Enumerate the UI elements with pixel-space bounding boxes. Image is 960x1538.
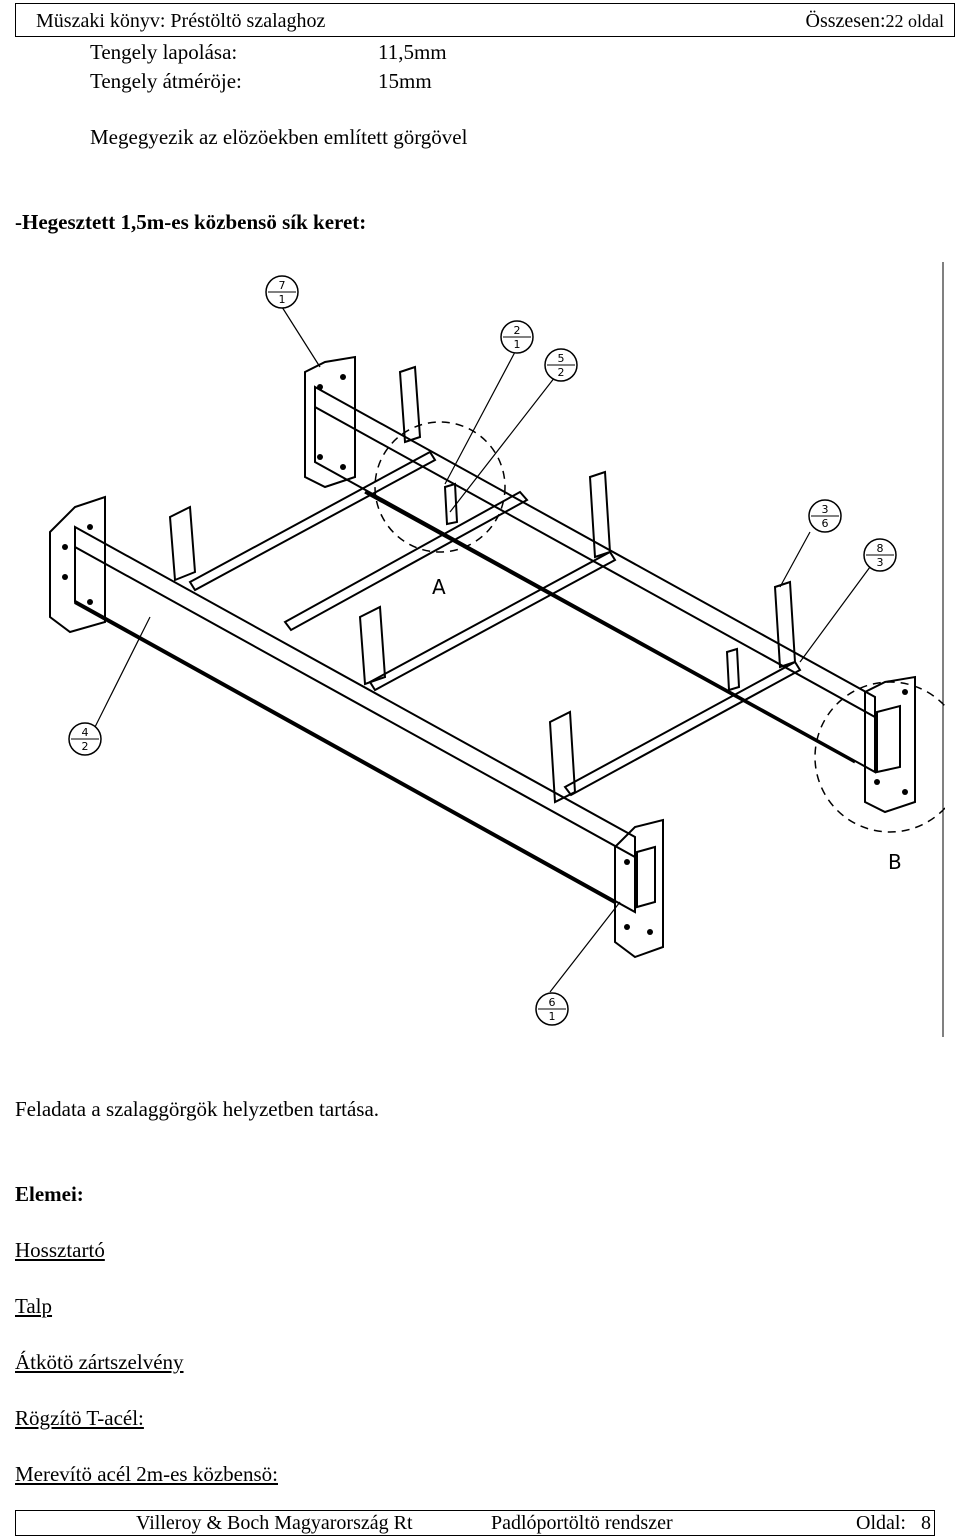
- total-label: Összesen:: [805, 10, 886, 32]
- spec-value-1: 11,5mm: [378, 40, 447, 64]
- document-title: Müszaki könyv: Préstöltö szalaghoz: [36, 10, 326, 32]
- element-item-2: Talp: [15, 1294, 53, 1318]
- callout-6-1: 6 1: [535, 992, 569, 1026]
- svg-text:2: 2: [514, 324, 521, 337]
- spec-label-1: Tengely lapolása:: [90, 40, 238, 64]
- element-item-3: Átkötö zártszelvény: [15, 1350, 184, 1374]
- callout-2-1: 2 1: [500, 320, 534, 354]
- purpose-text: Feladata a szalaggörgök helyzetben tartá…: [15, 1097, 380, 1121]
- callout-7-1: 7 1: [265, 275, 299, 309]
- svg-text:1: 1: [279, 293, 286, 306]
- svg-text:8: 8: [877, 542, 884, 555]
- svg-text:3: 3: [822, 503, 829, 516]
- total-pages-value: 22 oldal: [885, 11, 945, 31]
- elements-title: Elemei:: [15, 1182, 84, 1206]
- svg-text:6: 6: [822, 517, 829, 530]
- svg-text:4: 4: [82, 726, 89, 739]
- section-title: -Hegesztett 1,5m-es közbensö sík keret:: [15, 210, 367, 234]
- svg-text:1: 1: [549, 1010, 556, 1023]
- spec-value-2: 15mm: [378, 69, 432, 93]
- callout-5-2: 5 2: [544, 348, 578, 382]
- svg-text:2: 2: [558, 366, 565, 379]
- svg-text:3: 3: [877, 556, 884, 569]
- footer-page-label: Oldal:: [856, 1512, 906, 1534]
- element-item-4: Rögzítö T-acél:: [15, 1406, 144, 1430]
- footer-company: Villeroy & Boch Magyarország Rt: [136, 1512, 413, 1534]
- element-item-1: Hossztartó: [15, 1238, 105, 1262]
- callout-8-3: 8 3: [863, 538, 897, 572]
- svg-text:1: 1: [514, 338, 521, 351]
- footer-page-number: 8: [921, 1512, 931, 1534]
- total-pages: Összesen:22 oldal: [806, 10, 944, 33]
- svg-text:7: 7: [279, 279, 286, 292]
- callout-4-2: 4 2: [68, 722, 102, 756]
- svg-text:2: 2: [82, 740, 89, 753]
- frame-drawing: 7 1 2 1 5 2 3 6 8 3: [49, 262, 945, 1037]
- detail-label-a: A: [432, 575, 446, 599]
- element-item-5: Merevítö acél 2m-es közbensö:: [15, 1462, 278, 1486]
- svg-text:6: 6: [549, 996, 556, 1009]
- page-header: Müszaki könyv: Préstöltö szalaghoz Össze…: [15, 3, 955, 37]
- note-text: Megegyezik az elözöekben említett görgöv…: [90, 125, 468, 149]
- page-footer: Villeroy & Boch Magyarország Rt Padlópor…: [15, 1510, 935, 1536]
- footer-system: Padlóportöltö rendszer: [491, 1512, 673, 1534]
- detail-label-b: B: [888, 850, 902, 874]
- spec-label-2: Tengely átméröje:: [90, 69, 242, 93]
- svg-text:5: 5: [558, 352, 565, 365]
- callout-3-6: 3 6: [808, 499, 842, 533]
